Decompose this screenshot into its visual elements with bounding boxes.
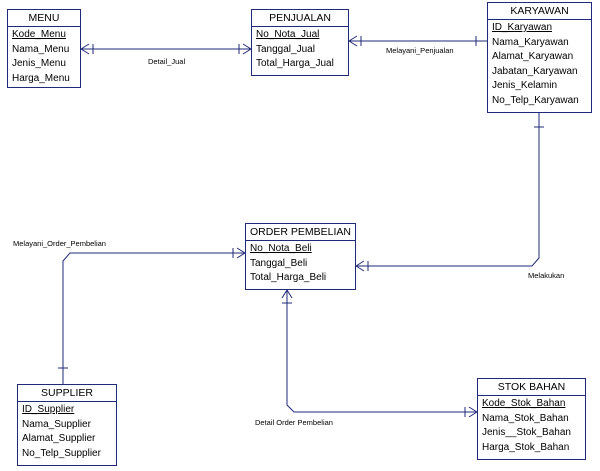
attribute: No_Telp_Karyawan [492, 94, 579, 106]
entity-title: STOK BAHAN [478, 379, 585, 396]
relationship-label-detail-order-pembelian: Detail Order Pembelian [255, 418, 333, 427]
attribute: Nama_Menu [12, 43, 70, 55]
attribute: Nama_Karyawan [492, 36, 569, 48]
entity-menu[interactable]: MENU Kode_Menu Nama_Menu Jenis_Menu Harg… [7, 9, 81, 88]
relationship-label-detail-jual: Detail_Jual [148, 57, 186, 66]
rel-line-melayani-order-pembelian [58, 247, 246, 384]
relationship-label-melayani-penjualan: Melayani_Penjualan [386, 46, 454, 55]
attribute: Nama_Supplier [22, 418, 91, 430]
attribute: Harga_Stok_Bahan [482, 441, 570, 453]
rel-line-detail-order-pembelian [281, 289, 478, 418]
entity-title: ORDER PEMBELIAN [246, 224, 355, 241]
relationship-label-melakukan: Melakukan [528, 271, 565, 280]
relationship-label-melayani-order-pembelian: Melayani_Order_Pembelian [13, 239, 106, 248]
entity-penjualan[interactable]: PENJUALAN No_Nota_Jual Tanggal_Jual Tota… [251, 9, 349, 76]
attribute: Alamat_Karyawan [492, 51, 574, 63]
attribute: Tanggal_Beli [250, 257, 308, 269]
primary-key-attribute: ID_Karyawan [492, 22, 553, 33]
rel-line-detail-jual [80, 43, 252, 55]
entity-karyawan[interactable]: KARYAWAN ID_Karyawan Nama_Karyawan Alama… [487, 2, 592, 113]
entity-title: SUPPLIER [18, 385, 116, 402]
attribute: Harga_Menu [12, 72, 70, 84]
entity-title: MENU [8, 10, 80, 27]
entity-title: PENJUALAN [252, 10, 348, 27]
attribute: Alamat_Supplier [22, 433, 96, 445]
rel-line-melayani-penjualan [348, 35, 487, 47]
primary-key-attribute: Kode_Menu [12, 29, 66, 40]
attribute: Jenis_Menu [12, 58, 66, 70]
attribute: Total_Harga_Beli [250, 272, 327, 284]
attribute: Jabatan_Karyawan [492, 65, 578, 77]
attribute: Total_Harga_Jual [256, 58, 334, 70]
primary-key-attribute: No_Nota_Beli [250, 243, 312, 254]
rel-line-melakukan [355, 113, 544, 272]
attribute: No_Telp_Supplier [22, 447, 101, 459]
entity-stok-bahan[interactable]: STOK BAHAN Kode_Stok_Bahan Nama_Stok_Bah… [477, 378, 586, 460]
attribute: Jenis_Kelamin [492, 80, 558, 92]
primary-key-attribute: ID_Supplier [22, 404, 75, 415]
attribute: Tanggal_Jual [256, 43, 315, 55]
attribute: Jenis__Stok_Bahan [482, 427, 571, 439]
primary-key-attribute: Kode_Stok_Bahan [482, 398, 566, 409]
attribute: Nama_Stok_Bahan [482, 412, 569, 424]
entity-supplier[interactable]: SUPPLIER ID_Supplier Nama_Supplier Alama… [17, 384, 117, 466]
entity-title: KARYAWAN [488, 3, 591, 20]
primary-key-attribute: No_Nota_Jual [256, 29, 320, 40]
entity-order-pembelian[interactable]: ORDER PEMBELIAN No_Nota_Beli Tanggal_Bel… [245, 223, 356, 290]
